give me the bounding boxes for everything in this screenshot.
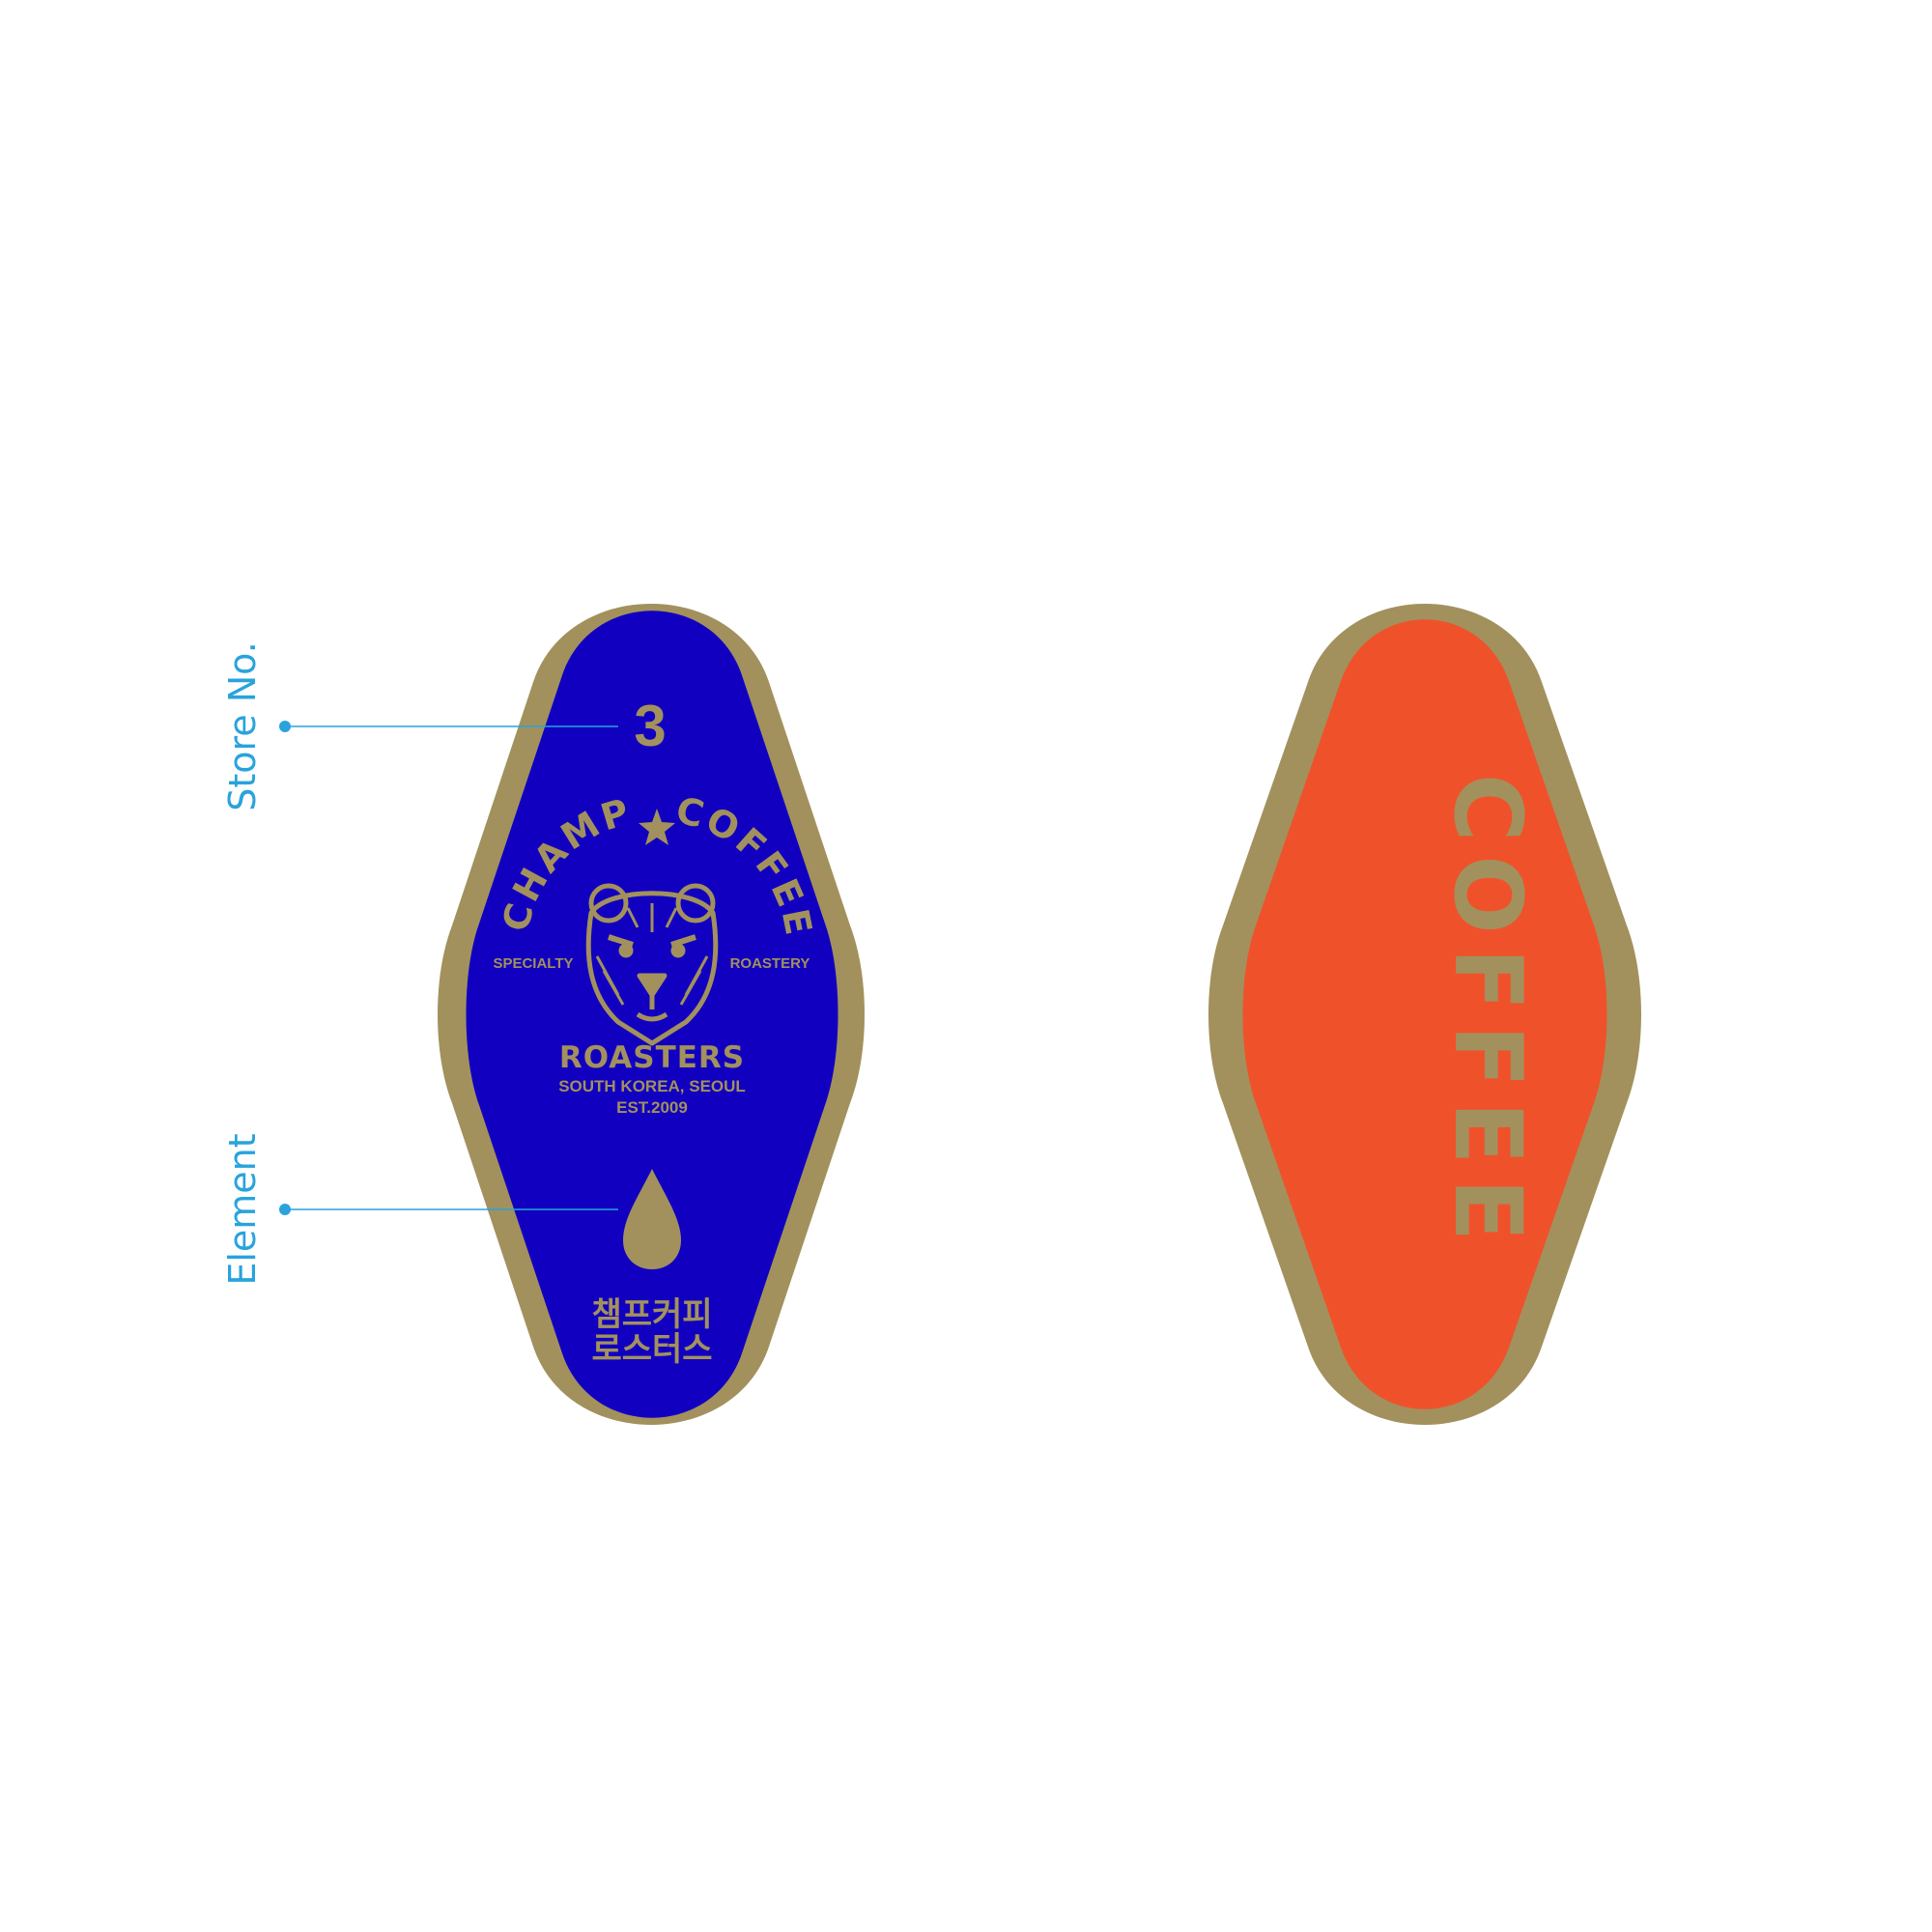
store-no-dot xyxy=(279,721,291,732)
established-label: EST.2009 xyxy=(616,1098,688,1117)
roastery-label: ROASTERY xyxy=(730,955,810,972)
element-annotation: Element xyxy=(221,1133,618,1286)
location-label: SOUTH KOREA, SEOUL xyxy=(558,1077,746,1095)
back-tag-face xyxy=(1242,619,1607,1409)
store-no-label: Store No. xyxy=(221,641,264,811)
store-number: 3 xyxy=(634,694,666,758)
specialty-label: SPECIALTY xyxy=(493,955,573,972)
back-keytag: COFFEE xyxy=(1208,604,1641,1425)
korean-name-line2: 로스터스 xyxy=(591,1330,712,1369)
element-label: Element xyxy=(221,1133,264,1285)
front-tag-face xyxy=(466,611,838,1418)
element-dot xyxy=(279,1204,291,1215)
roasters-label: ROASTERS xyxy=(559,1040,745,1075)
star-icon xyxy=(639,809,675,845)
back-coffee-word: COFFEE xyxy=(1434,774,1542,1255)
korean-name-line1: 챔프커피 xyxy=(591,1295,712,1334)
store-no-annotation: Store No. xyxy=(221,641,618,811)
front-keytag: 3 CHAMP COFFEE SPECIALTY ROASTERY ROASTE… xyxy=(438,604,865,1425)
bear-head-icon xyxy=(585,883,719,1046)
water-drop-icon xyxy=(623,1169,681,1269)
